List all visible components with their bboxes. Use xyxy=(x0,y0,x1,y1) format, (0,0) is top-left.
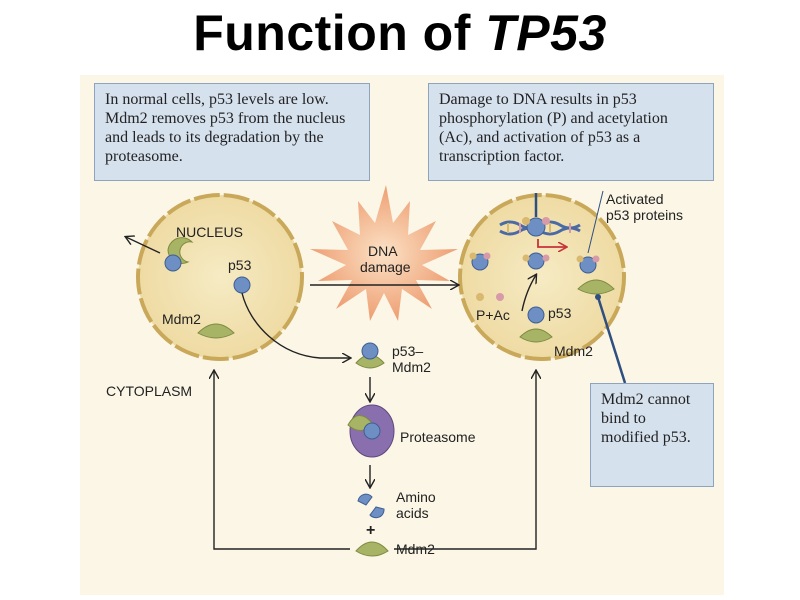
dna-damage-label-1: DNA xyxy=(368,243,398,259)
caption-mdm2-cannot-bind: Mdm2 cannot bind to modified p53. xyxy=(590,383,714,487)
caption-dna-damage: Damage to DNA results in p53 phosphoryla… xyxy=(428,83,714,181)
complex-p53 xyxy=(361,342,379,360)
mdm2-left-label: Mdm2 xyxy=(162,311,201,327)
mdm2-right-label: Mdm2 xyxy=(554,343,593,359)
title-text: Function of xyxy=(193,5,486,61)
complex-label-2: Mdm2 xyxy=(392,359,431,375)
diagram-figure: In normal cells, p53 levels are low. Mdm… xyxy=(80,75,724,595)
transcription-arrow xyxy=(537,239,566,247)
dna-damage-burst xyxy=(310,185,458,321)
activated-pointer xyxy=(587,190,604,254)
plus-label: + xyxy=(366,522,376,539)
p53-right-label: p53 xyxy=(548,305,572,321)
left-mdm2 xyxy=(197,323,235,339)
caption-dna-damage-text: Damage to DNA results in p53 phosphoryla… xyxy=(439,91,668,165)
bottom-mdm2 xyxy=(355,541,389,557)
nucleus-label: NUCLEUS xyxy=(176,224,243,240)
activated-p53-3 xyxy=(576,255,600,274)
loose-p-marker-1 xyxy=(476,293,484,301)
dna-p-marker xyxy=(522,217,530,225)
box-pointer-bottom xyxy=(596,296,627,384)
caption-normal-cells: In normal cells, p53 levels are low. Mdm… xyxy=(94,83,370,181)
activated-p53-1 xyxy=(469,252,491,271)
mdm2-bottom-label: Mdm2 xyxy=(396,541,435,557)
right-nucleus xyxy=(458,193,626,361)
left-p53 xyxy=(233,276,251,294)
title-gene: TP53 xyxy=(485,5,607,61)
left-nucleus xyxy=(136,193,304,361)
activated-p53-2 xyxy=(522,252,550,270)
pac-label: P+Ac xyxy=(476,307,510,323)
amino-label-2: acids xyxy=(396,505,429,521)
activation-arrow xyxy=(521,275,536,312)
pointer-dot xyxy=(595,294,601,300)
amino-fragment-2 xyxy=(369,506,385,519)
recycle-right-arrow xyxy=(394,371,536,550)
amino-label-1: Amino xyxy=(396,489,436,505)
loose-ac-marker-1 xyxy=(496,293,504,301)
right-p53 xyxy=(527,306,545,324)
diagram-graphics xyxy=(80,185,627,557)
complex-label-1: p53– xyxy=(392,343,424,359)
cytoplasm-label: CYTOPLASM xyxy=(106,383,193,399)
recycle-left-arrow xyxy=(214,371,350,550)
p53-left-label: p53 xyxy=(228,257,252,273)
proteasome-label: Proteasome xyxy=(400,429,476,445)
activated-label-2: p53 proteins xyxy=(606,207,684,223)
dna-ac-marker xyxy=(542,217,550,225)
right-mdm2 xyxy=(519,328,553,343)
export-arrow xyxy=(126,237,161,254)
binding-arrow xyxy=(241,292,350,358)
dna-bound-p53 xyxy=(526,217,546,237)
amino-fragment-1 xyxy=(357,493,373,506)
page-title: Function of TP53 xyxy=(0,4,800,62)
caption-mdm2-cannot-bind-text: Mdm2 cannot bind to modified p53. xyxy=(601,391,691,446)
right-mdm2-free xyxy=(577,279,615,295)
proteasome-p53 xyxy=(363,422,381,440)
left-p53-export xyxy=(164,254,182,272)
activated-label-1: Activated xyxy=(606,191,664,207)
caption-normal-cells-text: In normal cells, p53 levels are low. Mdm… xyxy=(105,91,346,165)
dna-damage-label-2: damage xyxy=(360,259,411,275)
